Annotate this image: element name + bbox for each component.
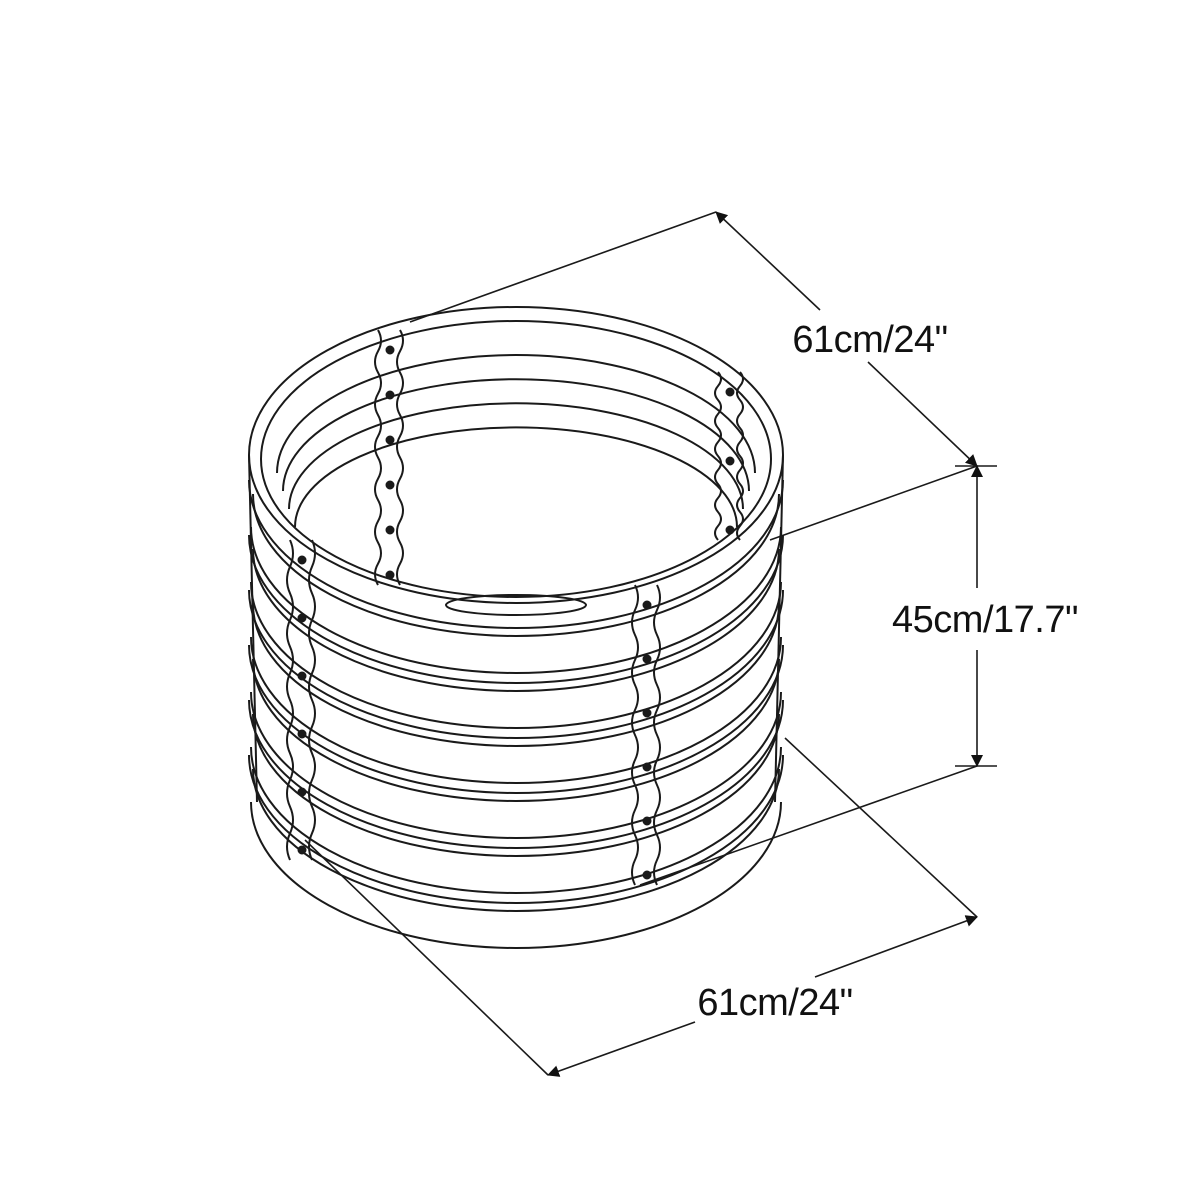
seam-left-rivet-0 (297, 555, 307, 565)
inner-bottom (445, 594, 587, 616)
ring-upper-3 (248, 644, 784, 794)
seam-back-right-edge-b (736, 371, 744, 541)
ring-groove-4 (252, 713, 780, 857)
width-dimension (304, 737, 978, 1077)
seam-left-edge-a (286, 539, 294, 861)
ring-upper-4 (248, 699, 784, 849)
ring-lower-0 (250, 526, 782, 674)
height-label: 45cm/17.7" (892, 599, 1078, 641)
garden-bed (248, 306, 784, 949)
seam-front-rivet-4 (642, 816, 652, 826)
ring-lower-3 (250, 691, 782, 839)
seam-left-edge-b (308, 539, 316, 861)
seam-front-rivet-2 (642, 708, 652, 718)
inner-corrugation-4 (294, 426, 738, 528)
seam-back-left-rivet-4 (385, 525, 395, 535)
depth-dimension-line-b (867, 361, 978, 467)
seam-left-rivet-3 (297, 729, 307, 739)
ring-groove-2 (252, 603, 780, 747)
right-wall-line (774, 454, 784, 803)
ring-groove-3 (252, 658, 780, 802)
seam-front-edge-b (653, 584, 661, 886)
depth-label: 61cm/24" (792, 319, 947, 361)
width-extension-line-1 (304, 839, 549, 1076)
depth-extension-line-2 (769, 465, 978, 541)
seam-back-left-rivet-0 (385, 345, 395, 355)
width-dimension-line-b (814, 915, 978, 978)
seam-front-rivet-1 (642, 654, 652, 664)
ring-groove-0 (252, 493, 780, 637)
seam-back-right-rivet-1 (725, 456, 735, 466)
ring-lower-4 (250, 746, 782, 894)
ring-upper-0 (248, 479, 784, 629)
ring-groove-1 (252, 548, 780, 692)
inner-corrugation-3 (288, 402, 744, 510)
seam-back-left-edge-a (374, 329, 382, 586)
ring-lower-1 (250, 581, 782, 729)
left-wall-line (248, 454, 258, 803)
seam-left-rivet-5 (297, 845, 307, 855)
seam-back-left-rivet-5 (385, 570, 395, 580)
inner-corrugation-1 (276, 354, 756, 474)
seam-back-right-rivet-2 (725, 525, 735, 535)
width-extension-line-2 (784, 737, 978, 918)
ring-upper-1 (248, 534, 784, 684)
width-dimension-line-a (547, 1021, 696, 1077)
depth-dimension-line-a (715, 211, 821, 311)
seam-back-left-rivet-3 (385, 480, 395, 490)
seam-back-left-rivet-2 (385, 435, 395, 445)
height-dimension (639, 465, 997, 886)
seam-left-rivet-4 (297, 787, 307, 797)
seam-back-left-rivet-1 (385, 390, 395, 400)
seam-front-rivet-5 (642, 870, 652, 880)
seam-left-rivet-2 (297, 671, 307, 681)
width-label: 61cm/24" (697, 982, 852, 1024)
seam-front-edge-a (631, 584, 639, 886)
seam-back-right-rivet-0 (725, 387, 735, 397)
seam-left-rivet-1 (297, 613, 307, 623)
seam-back-right-edge-a (714, 371, 722, 541)
top-rim-inner (260, 320, 772, 598)
ring-upper-2 (248, 589, 784, 739)
ring-lower-5 (250, 801, 782, 949)
top-rim-outer (248, 306, 784, 604)
depth-extension-line-1 (409, 211, 717, 323)
ring-lower-2 (250, 636, 782, 784)
seam-front-rivet-3 (642, 762, 652, 772)
height-extension-line-bottom (639, 765, 978, 886)
inner-corrugation-2 (282, 378, 750, 492)
seam-back-left-edge-b (396, 329, 404, 586)
depth-dimension (409, 211, 978, 541)
seam-front-rivet-0 (642, 600, 652, 610)
ring-upper-5 (248, 754, 784, 904)
ring-groove-5 (252, 768, 780, 912)
